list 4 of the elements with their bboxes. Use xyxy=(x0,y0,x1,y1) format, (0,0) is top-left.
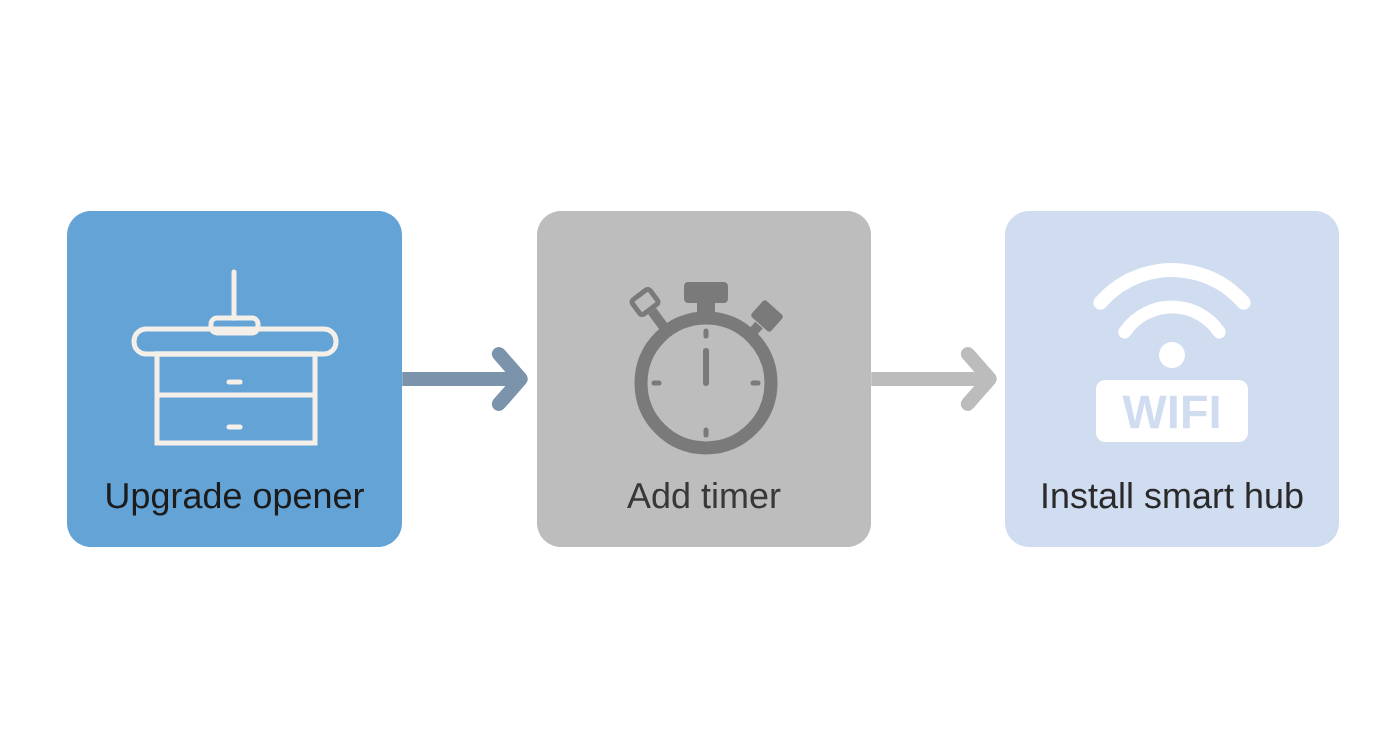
step-box: Add timer xyxy=(537,211,871,547)
arrow xyxy=(871,347,997,411)
step-box: Upgrade opener xyxy=(67,211,402,547)
arrow xyxy=(402,347,528,411)
